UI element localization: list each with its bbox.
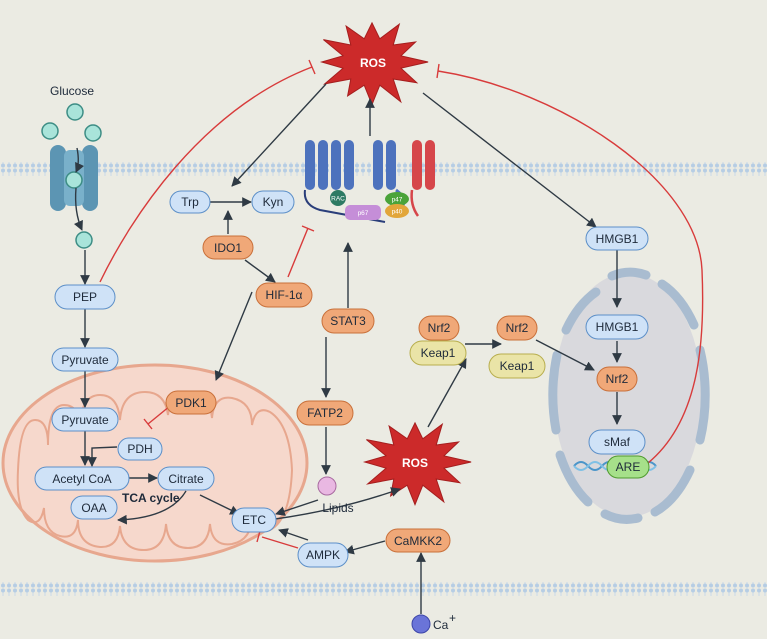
stat3-node: STAT3 [321, 308, 375, 334]
etc-label: ETC [242, 513, 266, 527]
pep-label: PEP [73, 290, 97, 304]
ros-mid-label: ROS [402, 456, 428, 470]
inhibition-lines [99, 59, 704, 549]
pyruvate-mito-node: Pyruvate [51, 407, 119, 432]
calcium-label: Ca [433, 618, 449, 632]
keap1-bound-label: Keap1 [421, 346, 456, 360]
pdh-node: PDH [117, 437, 163, 461]
nrf2-nuc-node: Nrf2 [596, 366, 638, 392]
pep-node: PEP [54, 284, 116, 310]
nox-subunit-labels: RAC p67 p47 p40 [331, 196, 403, 218]
nrf2-nuc-label: Nrf2 [606, 372, 629, 386]
ros-burst-mid: ROS [362, 421, 472, 506]
pyruvate-cyto-label: Pyruvate [61, 353, 109, 367]
kyn-node: Kyn [251, 190, 295, 214]
oaa-label: OAA [81, 501, 106, 515]
camkk2-node: CaMKK2 [385, 528, 451, 553]
etc-node: ETC [231, 507, 277, 533]
nrf2-keap1-complex: Nrf2 Keap1 [409, 315, 467, 366]
glucose-label: Glucose [50, 84, 94, 98]
activation-arrows [73, 83, 622, 614]
keap1-free-label: Keap1 [500, 359, 535, 373]
ampk-label: AMPK [306, 548, 340, 562]
fatp2-label: FATP2 [307, 406, 343, 420]
hmgb1-nuc-node: HMGB1 [585, 314, 649, 340]
acetyl-coa-node: Acetyl CoA [34, 466, 130, 491]
oaa-node: OAA [70, 495, 118, 520]
ampk-node: AMPK [297, 542, 349, 568]
trp-node: Trp [169, 190, 211, 214]
pyruvate-cyto-node: Pyruvate [51, 347, 119, 372]
smaf-label: sMaf [604, 435, 631, 449]
ros-top-label: ROS [360, 56, 386, 70]
nrf2-free-node: Nrf2 [496, 315, 538, 341]
hmgb1-cyto-node: HMGB1 [585, 226, 649, 251]
citrate-node: Citrate [157, 466, 215, 491]
lipids-node: Lipids [317, 476, 354, 515]
plasma-membrane-top [0, 162, 767, 176]
camkk2-label: CaMKK2 [394, 534, 442, 548]
ros-burst-top: ROS [319, 21, 429, 106]
ido1-node: IDO1 [202, 235, 254, 260]
hmgb1-cyto-label: HMGB1 [596, 232, 639, 246]
plasma-membrane-bottom [0, 582, 767, 596]
calcium-charge: + [449, 611, 456, 625]
are-label: ARE [616, 460, 641, 474]
hmgb1-nuc-label: HMGB1 [596, 320, 639, 334]
pdk1-label: PDK1 [175, 396, 207, 410]
are-node: ARE [606, 455, 650, 479]
stat3-label: STAT3 [330, 314, 366, 328]
p40-label: p40 [392, 209, 403, 216]
smaf-node: sMaf [588, 429, 646, 455]
glucose-node: Glucose [50, 84, 94, 98]
p67-label: p67 [358, 210, 369, 217]
p47-label: p47 [392, 197, 403, 204]
pdh-label: PDH [127, 442, 152, 456]
calcium-ion: Ca + [411, 611, 456, 634]
nrf2-bound-label: Nrf2 [428, 321, 451, 335]
tca-cycle-label: TCA cycle [122, 491, 180, 505]
ido1-label: IDO1 [214, 241, 242, 255]
hif1a-label: HIF-1α [266, 288, 303, 302]
kyn-label: Kyn [263, 195, 284, 209]
keap1-free-node: Keap1 [488, 353, 546, 379]
nox-complex [303, 140, 435, 223]
nucleus [548, 267, 710, 524]
glucose-molecules [41, 103, 102, 249]
rac-label: RAC [331, 196, 345, 203]
pyruvate-mito-label: Pyruvate [61, 413, 109, 427]
lipids-label: Lipids [322, 501, 353, 515]
pdk1-node: PDK1 [165, 390, 217, 415]
fatp2-node: FATP2 [296, 400, 354, 426]
acetyl-coa-label: Acetyl CoA [52, 472, 111, 486]
trp-label: Trp [181, 195, 199, 209]
citrate-label: Citrate [168, 472, 204, 486]
hif1a-node: HIF-1α [255, 282, 313, 308]
nrf2-free-label: Nrf2 [506, 321, 529, 335]
